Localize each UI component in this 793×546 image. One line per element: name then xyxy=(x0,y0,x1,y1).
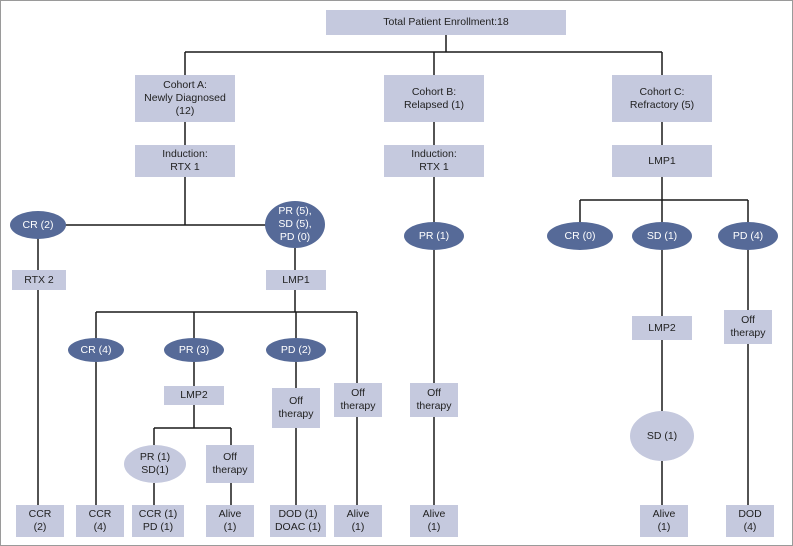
cohort-b-box: Cohort B: Relapsed (1) xyxy=(384,75,484,122)
cohort-c-off-therapy-box: Off therapy xyxy=(724,310,772,344)
root-enrollment-box: Total Patient Enrollment:18 xyxy=(326,10,566,35)
root-connector xyxy=(184,35,663,75)
cohort-c-lmp2-box: LMP2 xyxy=(632,316,692,340)
cohort-a-lmp1-box: LMP1 xyxy=(266,270,326,290)
cohort-c-alive-box: Alive (1) xyxy=(640,505,688,537)
cohort-a-dod-box: DOD (1) DOAC (1) xyxy=(270,505,326,537)
cohort-b-off-therapy-box: Off therapy xyxy=(410,383,458,417)
cohort-c-dod-box: DOD (4) xyxy=(726,505,774,537)
cohort-a-ccr4-box: CCR (4) xyxy=(76,505,124,537)
cohort-b-alive-box: Alive (1) xyxy=(410,505,458,537)
cohort-a-rtx2-box: RTX 2 xyxy=(12,270,66,290)
cohort-a-off-therapy-box-3: Off therapy xyxy=(206,445,254,483)
cohort-c-box: Cohort C: Refractory (5) xyxy=(612,75,712,122)
cohort-c-pd-oval: PD (4) xyxy=(718,222,778,250)
cohort-c-cr-oval: CR (0) xyxy=(547,222,613,250)
cohort-a-prsdpd-oval: PR (5), SD (5), PD (0) xyxy=(265,201,325,248)
cohort-a-cr4-oval: CR (4) xyxy=(68,338,124,362)
cohort-c-connector xyxy=(579,122,749,505)
cohort-a-off-therapy-box-2: Off therapy xyxy=(334,383,382,417)
cohort-a-pd2-oval: PD (2) xyxy=(266,338,326,362)
cohort-c-sd2-oval: SD (1) xyxy=(630,411,694,461)
cohort-a-ccr2-box: CCR (2) xyxy=(16,505,64,537)
cohort-a-cr-oval: CR (2) xyxy=(10,211,66,239)
cohort-c-sd-oval: SD (1) xyxy=(632,222,692,250)
cohort-a-alive-box-1: Alive (1) xyxy=(206,505,254,537)
cohort-a-off-therapy-box-1: Off therapy xyxy=(272,388,320,428)
cohort-a-pr3-oval: PR (3) xyxy=(164,338,224,362)
cohort-c-lmp1-box: LMP1 xyxy=(612,145,712,177)
cohort-b-pr-oval: PR (1) xyxy=(404,222,464,250)
cohort-a-induction-box: Induction: RTX 1 xyxy=(135,145,235,177)
cohort-a-lmp2-box: LMP2 xyxy=(164,386,224,405)
cohort-a-connector xyxy=(37,122,358,505)
cohort-a-alive-box-2: Alive (1) xyxy=(334,505,382,537)
cohort-a-box: Cohort A: Newly Diagnosed (12) xyxy=(135,75,235,122)
cohort-b-induction-box: Induction: RTX 1 xyxy=(384,145,484,177)
cohort-a-prsd-oval: PR (1) SD(1) xyxy=(124,445,186,483)
cohort-a-ccrpd-box: CCR (1) PD (1) xyxy=(132,505,184,537)
